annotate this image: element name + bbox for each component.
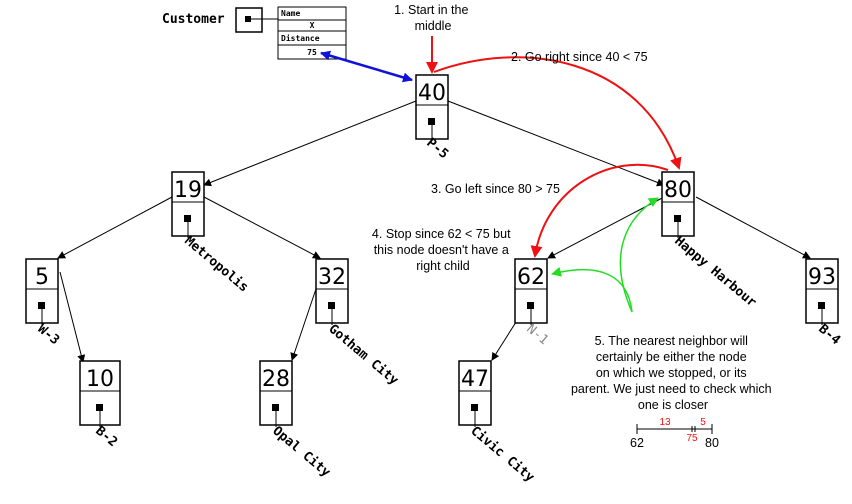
- annotations: 1. Start in the middle 2. Go right since…: [372, 3, 775, 412]
- name-header: Name: [281, 9, 300, 18]
- pointer-dot: [96, 404, 103, 411]
- pointer-dot: [38, 302, 45, 309]
- line-right-value: 80: [705, 436, 719, 450]
- edge-40-80: [447, 100, 665, 187]
- node-city-label: N-1: [523, 322, 551, 349]
- node-value: 62: [517, 265, 545, 290]
- node-city-label: Metropolis: [181, 234, 251, 296]
- node-city-label: Opal City: [269, 424, 333, 481]
- pointer-dot: [428, 118, 435, 125]
- distance-number-line: 62 80 75 13 5: [630, 417, 719, 450]
- line-mid-value: 75: [686, 433, 698, 444]
- node-value: 19: [174, 178, 202, 203]
- green-arrow-to-80: [619, 197, 659, 313]
- go-right-arrow: [433, 56, 682, 170]
- customer-label: Customer: [162, 12, 225, 27]
- node-28: 28 Opal City: [259, 360, 333, 481]
- node-10: 10 B-2: [79, 360, 121, 451]
- name-value: X: [310, 21, 315, 30]
- node-value: 5: [35, 265, 49, 290]
- node-47: 47 Civic City: [458, 360, 537, 486]
- node-city-label: Gotham City: [325, 322, 401, 389]
- node-value: 28: [262, 367, 290, 392]
- step3-annotation: 3. Go left since 80 > 75: [431, 182, 560, 196]
- pointer-dot: [527, 302, 534, 309]
- pointer-dot: [471, 404, 478, 411]
- blue-compare-arrow: [320, 50, 413, 83]
- pointer-dot: [818, 302, 825, 309]
- node-62: 62 N-1: [514, 258, 551, 349]
- edge-40-19: [203, 100, 417, 187]
- search-path: [426, 36, 682, 258]
- pointer-dot: [184, 215, 191, 222]
- go-left-arrow: [530, 163, 669, 258]
- node-city-label: Civic City: [467, 424, 537, 486]
- node-city-label: Happy Harbour: [671, 234, 759, 311]
- edge-19-5: [57, 196, 173, 259]
- nearest-check-arrows: [551, 197, 659, 313]
- pointer-dot: [272, 404, 279, 411]
- tree-nodes: 40 P-5 19 Metropolis 80 Happy Harbour: [25, 74, 843, 486]
- node-city-label: W-3: [34, 322, 62, 349]
- pointer-dot: [328, 302, 335, 309]
- distance-value: 75: [307, 48, 317, 57]
- node-city-label: B-4: [815, 322, 843, 349]
- step2-annotation: 2. Go right since 40 < 75: [511, 50, 648, 64]
- node-city-label: B-2: [92, 424, 120, 451]
- node-80: 80 Happy Harbour: [661, 171, 759, 311]
- node-19: 19 Metropolis: [171, 171, 251, 296]
- line-left-value: 62: [630, 436, 644, 450]
- pointer-dot: [674, 215, 681, 222]
- node-value: 80: [664, 178, 692, 203]
- edge-5-10: [59, 271, 86, 363]
- edge-32-28: [290, 282, 319, 361]
- node-value: 32: [318, 265, 346, 290]
- node-value: 93: [808, 265, 836, 290]
- distance-right: 5: [700, 417, 706, 428]
- green-arrow-to-62: [551, 266, 633, 313]
- distance-header: Distance: [281, 33, 320, 43]
- customer-table: Name X Distance 75: [277, 6, 347, 60]
- node-32: 32 Gotham City: [315, 258, 401, 389]
- pointer-dot: [245, 16, 251, 22]
- node-value: 47: [461, 367, 489, 392]
- edge-80-93: [695, 196, 811, 259]
- customer-record: Customer Name X Distance 75: [162, 6, 413, 83]
- step1-annotation: 1. Start in the middle: [394, 3, 472, 33]
- distance-left: 13: [659, 417, 671, 428]
- node-5: 5 W-3: [25, 258, 62, 349]
- edge-19-32: [203, 196, 321, 259]
- node-40: 40 P-5: [415, 74, 451, 162]
- node-value: 40: [418, 81, 446, 106]
- step5-annotation: 5. The nearest neighbor will certainly b…: [571, 334, 775, 412]
- node-value: 10: [86, 367, 114, 392]
- node-93: 93 B-4: [805, 258, 843, 349]
- step4-annotation: 4. Stop since 62 < 75 but this node does…: [372, 227, 514, 273]
